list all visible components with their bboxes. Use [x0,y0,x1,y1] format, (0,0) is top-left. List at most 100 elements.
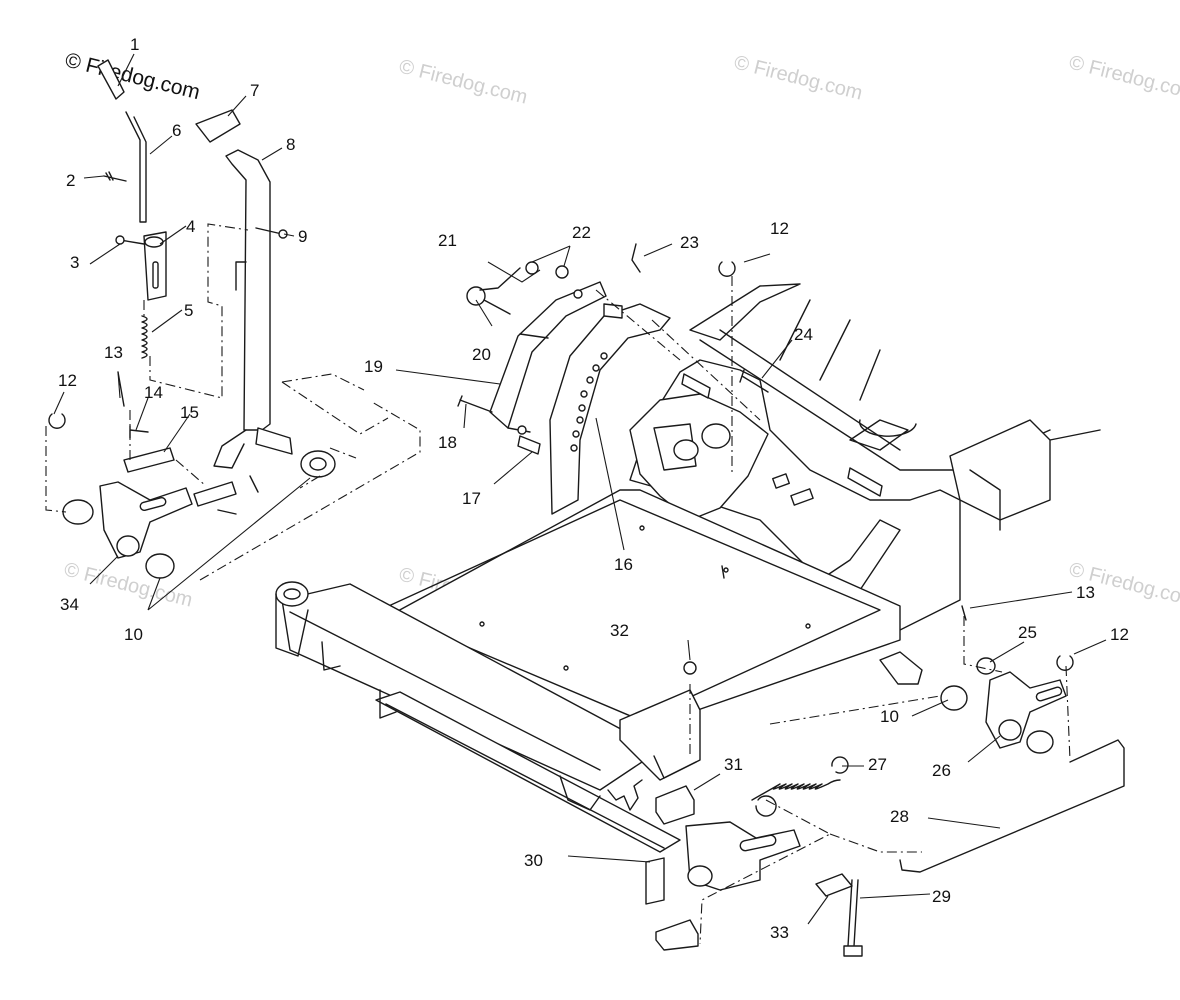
spacer-tube [847,467,883,497]
roll-pin [103,171,127,182]
break-line [607,779,643,811]
lower-rail [375,691,681,853]
bolt-head [278,229,288,239]
bushing [940,685,968,711]
callout-labels: 1 2 3 4 5 6 7 8 9 10 12 13 14 15 16 17 1… [58,35,1129,942]
nut [555,265,569,279]
callout-20: 20 [472,345,491,364]
rail-ribs [779,299,881,401]
pivot-boss [673,439,699,461]
pin-ring [466,286,486,306]
bracket-boss [144,236,164,248]
handle-grip-small [97,59,125,100]
spacer-tube [681,373,711,399]
watermark-text: © Firedog.com [1067,52,1180,105]
right-linkage [683,565,1125,957]
cotter-pin [117,371,125,407]
hole [573,289,583,299]
bellcrank [99,481,193,559]
leader-lines [53,53,1107,925]
mount-block [655,919,699,951]
pivot-tube [255,427,293,455]
watermark-text: © Firedog.com [397,56,530,109]
spacer-stud [517,435,541,455]
callout-12-top: 12 [770,219,789,238]
hairpin-clip [631,243,641,273]
assembly-centerlines-left [45,223,421,581]
callout-24: 24 [794,325,813,344]
callout-8: 8 [286,135,295,154]
callout-26: 26 [932,761,951,780]
compression-spring [141,315,148,359]
lever-assembly-left [48,59,336,579]
handle-grip-large [195,109,241,143]
callout-31: 31 [724,755,743,774]
shift-rod [125,111,147,223]
lever-bracket [143,231,167,301]
callout-9: 9 [298,227,307,246]
bolt-head [843,945,863,957]
callout-29: 29 [932,887,951,906]
bushing [145,553,175,579]
deck-inner [379,499,881,721]
upper-rail [689,283,801,341]
callout-1: 1 [130,35,139,54]
callout-16: 16 [614,555,633,574]
pivot-housing [629,393,769,521]
assembly-centerlines-right [595,276,1071,945]
link-pins [217,475,259,515]
control-rod [899,739,1125,873]
callout-15: 15 [180,403,199,422]
callout-22: 22 [572,223,591,242]
position-gauge-plate [549,303,671,515]
bushing [300,450,336,478]
bolt-head [115,235,125,245]
bushing-bore [309,457,327,471]
main-lever [225,149,271,431]
threaded-rod [739,369,769,393]
link-plate [193,481,237,507]
hole [517,425,527,435]
lever-tab [235,261,247,291]
bellcrank-slot [139,496,167,512]
extension-spring [751,779,841,801]
callout-5: 5 [184,301,193,320]
bushing [1026,730,1054,754]
callout-32: 32 [610,621,629,640]
bracket-hub [687,865,713,887]
callout-23: 23 [680,233,699,252]
callout-34: 34 [60,595,79,614]
callout-18: 18 [438,433,457,452]
pivot-shaft [879,651,923,685]
cotter-pin [961,605,967,621]
clevis-pin [129,425,149,439]
frame-cutout [849,419,909,451]
callout-12-right: 12 [1110,625,1129,644]
callout-27: 27 [868,755,887,774]
bellcrank-hub [116,535,140,557]
mount-block [655,785,695,825]
right-bellcrank [985,671,1067,749]
bracket-plate [645,857,665,905]
hex-bolt [847,879,859,947]
callout-28: 28 [890,807,909,826]
bushing [62,499,94,525]
callout-10-right: 10 [880,707,899,726]
lock-nut [683,661,697,675]
callout-3: 3 [70,253,79,272]
callout-19: 19 [364,357,383,376]
hitch-pin [479,267,521,315]
callout-33: 33 [770,923,789,942]
watermark-text: © Firedog.com [732,52,865,105]
callout-17: 17 [462,489,481,508]
bracket-slot [152,261,159,289]
clamp-plate [815,873,853,897]
link-plate [123,447,175,473]
callout-12: 12 [58,371,77,390]
callout-21: 21 [438,231,457,250]
carriage-bolt [457,395,493,413]
lever-foot [213,429,247,469]
e-clip [48,413,66,429]
